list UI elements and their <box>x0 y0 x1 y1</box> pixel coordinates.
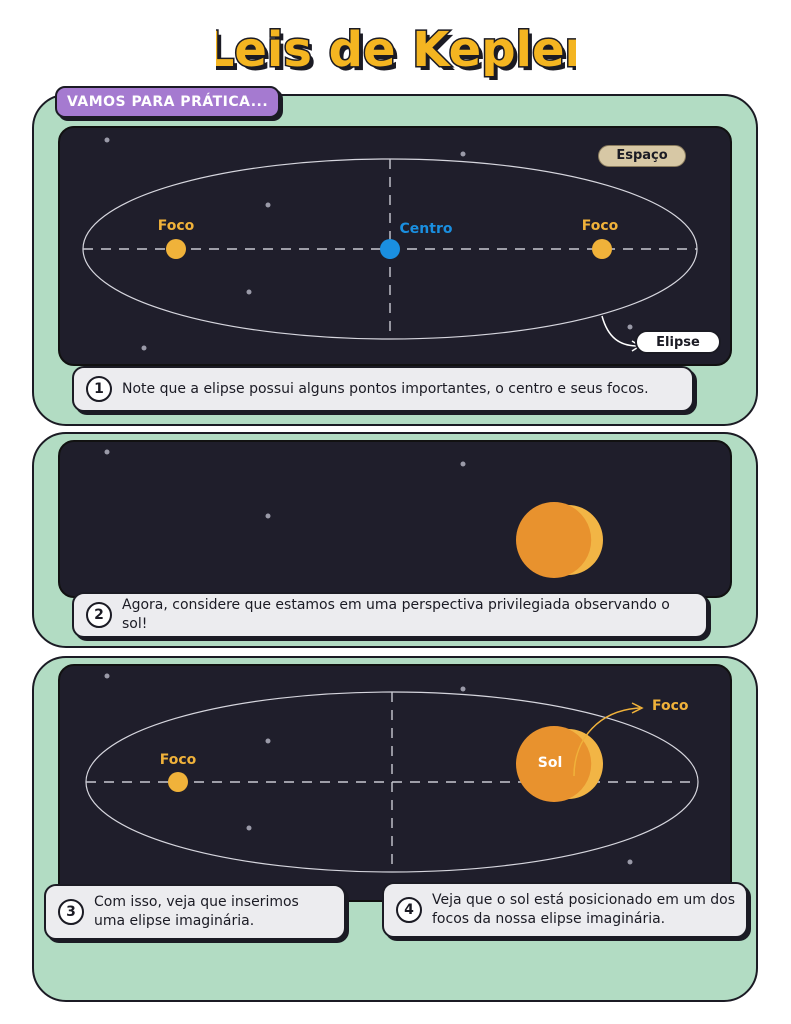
star <box>627 859 633 865</box>
star <box>265 513 271 519</box>
star <box>265 202 271 208</box>
star <box>141 345 147 351</box>
space-scene-2 <box>58 440 732 598</box>
center-dot <box>380 239 400 259</box>
step-3-bubble: 3 Com isso, veja que inserimos uma elips… <box>44 884 346 940</box>
focus-pointer-arrow <box>573 707 641 777</box>
step-4-text: Veja que o sol está posicionado em um do… <box>432 892 736 927</box>
sun-highlight <box>568 505 603 575</box>
step-1-number: 1 <box>86 376 112 402</box>
focus-left-dot <box>168 772 188 792</box>
step-2-number: 2 <box>86 602 112 628</box>
ellipse-pointer-arrow <box>601 315 639 347</box>
sun-label: Sol <box>538 755 563 771</box>
focus-left-label: Foco <box>158 218 195 234</box>
star <box>460 461 466 467</box>
star <box>460 686 466 692</box>
stars <box>104 673 633 865</box>
focus-left-dot <box>166 239 186 259</box>
title-wordart: Leis de Kepler Leis de Kepler <box>216 21 576 83</box>
star <box>104 673 110 679</box>
step-2-bubble: 2 Agora, considere que estamos em uma pe… <box>72 592 708 638</box>
ellipse-label: Elipse <box>635 330 721 354</box>
focus-right-label: Foco <box>652 698 689 714</box>
stars <box>104 137 633 351</box>
star <box>104 137 110 143</box>
focus-right-dot <box>592 239 612 259</box>
step-1-bubble: 1 Note que a elipse possui alguns pontos… <box>72 366 694 412</box>
star <box>246 825 252 831</box>
title-shadow: Leis de Kepler <box>216 26 576 82</box>
space-scene-3: Foco Sol <box>58 664 732 902</box>
sun-circle <box>516 726 592 802</box>
star <box>460 151 466 157</box>
arrow-head-icon <box>631 702 644 714</box>
focus-right-label: Foco <box>582 218 619 234</box>
practice-tag: VAMOS PARA PRÁTICA... <box>55 86 281 118</box>
star <box>265 738 271 744</box>
step-4-number: 4 <box>396 897 422 923</box>
step-4-bubble: 4 Veja que o sol está posicionado em um … <box>382 882 748 938</box>
star <box>104 449 110 455</box>
sun-highlight <box>568 729 603 799</box>
star <box>627 324 633 330</box>
star <box>246 289 252 295</box>
focus-left-label: Foco <box>160 752 197 768</box>
page-title: Leis de Kepler Leis de Kepler <box>0 14 791 84</box>
space-label: Espaço <box>598 145 686 167</box>
step-3-number: 3 <box>58 899 84 925</box>
step-2-text: Agora, considere que estamos em uma pers… <box>122 597 670 632</box>
stars <box>104 449 466 519</box>
title-text: Leis de Kepler <box>216 22 576 78</box>
sun-circle <box>516 502 592 578</box>
step-3-text: Com isso, veja que inserimos uma elipse … <box>94 894 299 929</box>
step-1-text: Note que a elipse possui alguns pontos i… <box>122 380 649 397</box>
center-label: Centro <box>400 221 453 237</box>
